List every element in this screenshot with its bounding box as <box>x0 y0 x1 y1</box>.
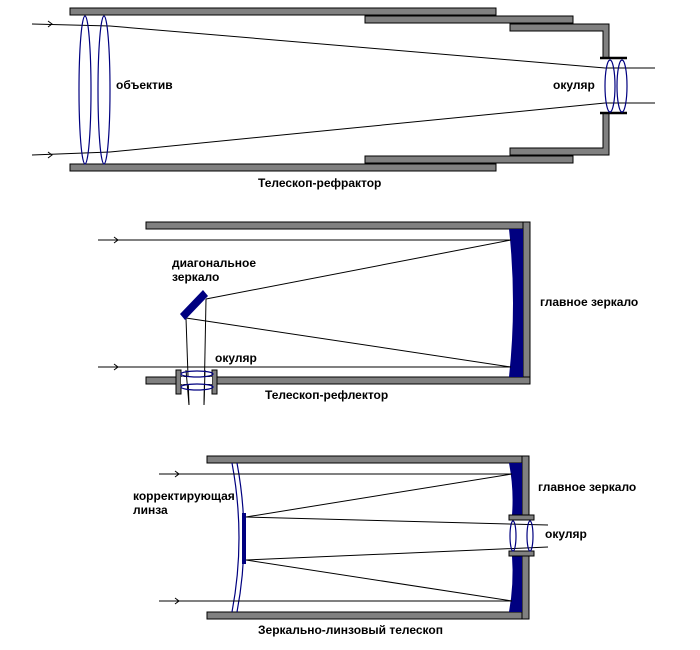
reflector-title: Телескоп-рефлектор <box>265 388 388 402</box>
eyepiece-lens-2 <box>616 59 628 113</box>
objective-lens-2 <box>97 15 111 165</box>
reflector-diagram: диагональное зеркало главное зеркало оку… <box>98 221 638 406</box>
arrow-icon <box>174 470 180 478</box>
catadioptric-primary-mirror-label: главное зеркало <box>538 480 636 494</box>
refractor-ray-in-top <box>31 23 111 27</box>
refractor-tube-bottom <box>69 163 497 172</box>
catadioptric-tube-bottom <box>206 611 530 620</box>
reflector-tube-bottom <box>145 376 531 385</box>
catadioptric-eyepiece-holder-bottom <box>508 550 535 557</box>
reflector-ray-reflected-bottom <box>185 317 512 368</box>
catadioptric-primary-mirror-top <box>509 463 522 515</box>
catadioptric-eyepiece-holder-top <box>508 514 535 521</box>
diagonal-mirror-label-line1: диагональное <box>172 256 256 270</box>
objective-label: объектив <box>116 78 173 92</box>
secondary-mirror <box>242 513 246 564</box>
catadioptric-tube-top <box>206 455 530 464</box>
catadioptric-eyepiece-label: окуляр <box>545 527 587 541</box>
catadioptric-eyepiece-lens-2 <box>526 520 534 552</box>
refractor-ray-in-bottom <box>31 151 111 156</box>
reflector-ray-eyepiece-left <box>185 317 190 406</box>
catadioptric-tube-back-top <box>521 455 530 516</box>
catadioptric-title: Зеркально-линзовый телескоп <box>258 623 443 637</box>
refractor-tube-top <box>69 7 497 16</box>
refractor-eyepiece-holder-top <box>509 23 610 59</box>
catadioptric-ray-reflected-top <box>245 473 513 518</box>
catadioptric-primary-mirror-bottom <box>509 556 522 612</box>
catadioptric-eyepiece-lens-1 <box>509 520 517 552</box>
diagonal-mirror <box>180 290 208 320</box>
refractor-eyepiece-label: окуляр <box>553 78 595 92</box>
reflector-primary-mirror-label: главное зеркало <box>540 295 638 309</box>
reflector-ray-reflected-top <box>205 239 512 300</box>
arrow-icon <box>47 151 53 159</box>
arrow-icon <box>174 597 180 605</box>
reflector-eyepiece-label: окуляр <box>215 351 257 365</box>
reflector-tube-back <box>522 221 531 385</box>
objective-lens-1 <box>78 15 92 165</box>
catadioptric-ray-reflected-bottom <box>245 559 513 602</box>
corrector-lens-label-line2: линза <box>133 503 168 517</box>
eyepiece-lens-1 <box>604 59 616 113</box>
corrector-lens-label-line1: корректирующая <box>133 489 235 503</box>
arrow-icon <box>113 236 119 244</box>
arrow-icon <box>47 20 53 28</box>
refractor-eyepiece-holder-bottom <box>509 112 610 156</box>
refractor-drawtube-bottom <box>364 155 574 164</box>
arrow-icon <box>113 363 119 371</box>
catadioptric-ray-eyepiece-top <box>245 516 549 526</box>
primary-mirror <box>509 229 523 377</box>
reflector-eyepiece-flange-left <box>175 369 182 395</box>
diagonal-mirror-label-line2: зеркало <box>172 270 219 284</box>
refractor-title: Телескоп-рефрактор <box>258 176 381 190</box>
reflector-ray-eyepiece-right-lower <box>203 369 206 406</box>
reflector-eyepiece-lens-2 <box>180 383 214 391</box>
corrector-lens-front <box>231 462 240 613</box>
reflector-eyepiece-gap <box>181 377 212 384</box>
refractor-drawtube-top <box>364 15 574 24</box>
refractor-diagram: объектив окуляр Телескоп-рефрактор <box>31 7 655 190</box>
refractor-ray-top <box>109 25 606 69</box>
catadioptric-diagram: корректирующая линза главное зеркало оку… <box>133 455 636 637</box>
reflector-eyepiece-lens-1 <box>180 370 214 378</box>
reflector-tube-top <box>145 221 531 230</box>
catadioptric-ray-eyepiece-bottom <box>245 546 549 561</box>
refractor-ray-bottom <box>109 102 606 153</box>
catadioptric-tube-back-bottom <box>521 555 530 620</box>
